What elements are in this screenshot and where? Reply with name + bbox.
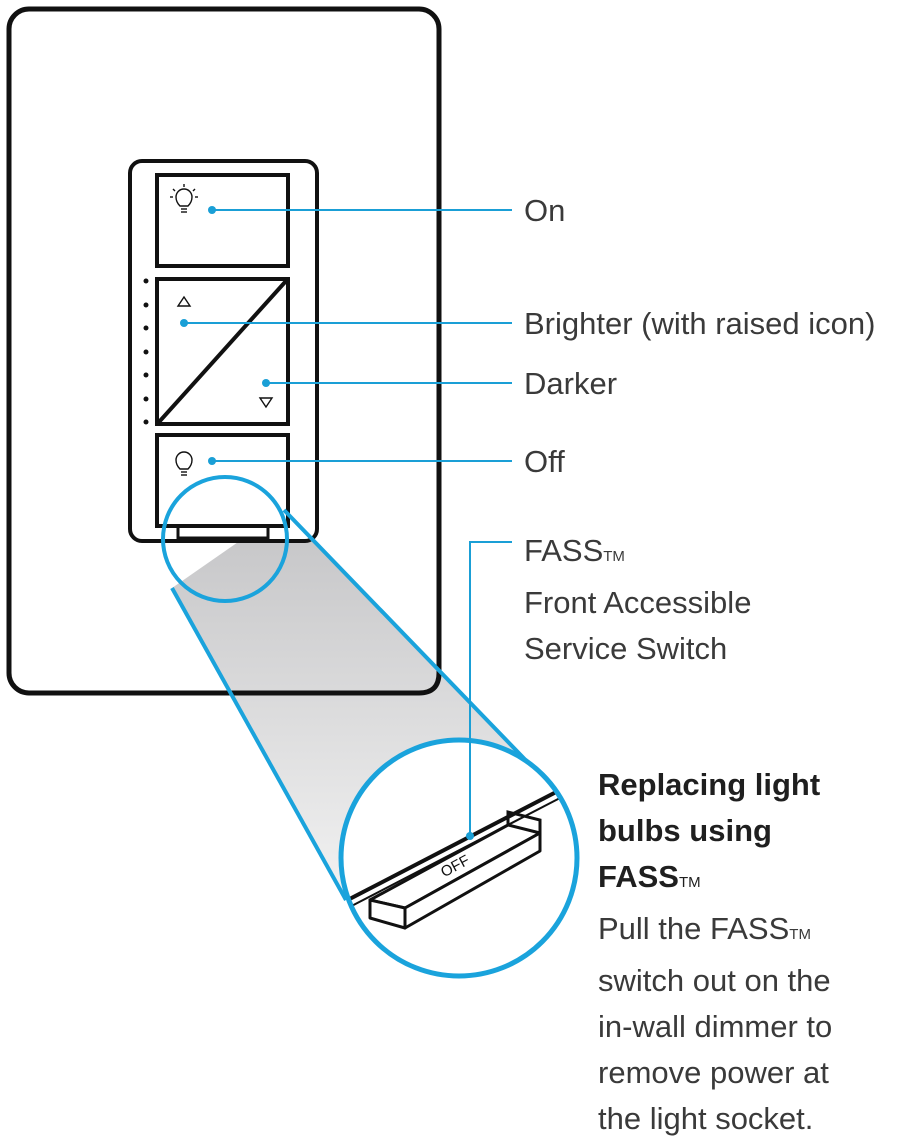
lower-arrow-icon (258, 397, 274, 409)
rocker-divider (157, 279, 288, 424)
raise-arrow-icon (176, 295, 192, 307)
note-body-line-4: remove power at (598, 1055, 829, 1090)
fass-name: FASS (524, 533, 604, 568)
on-button (155, 173, 290, 268)
label-darker: Darker (524, 366, 618, 401)
note-body: Pull the FASSTM switch out on the in-wal… (598, 906, 898, 1142)
label-brighter: Brighter (with raised icon) (524, 306, 876, 341)
note-title-tm: TM (678, 874, 701, 891)
bulb-on-icon (170, 184, 198, 213)
fass-slot (176, 526, 270, 540)
bulb-off-icon (175, 451, 193, 476)
label-off: Off (524, 444, 565, 479)
off-button (155, 433, 290, 528)
note-body-line-5: the light socket. (598, 1101, 814, 1136)
small-magnifier-circle (161, 475, 289, 603)
callout-dots (180, 206, 474, 840)
fass-line-3: Service Switch (524, 631, 728, 666)
note-body-tm: TM (789, 926, 811, 943)
beam-edge-left (170, 587, 348, 901)
note-body-line-3: in-wall dimmer to (598, 1009, 833, 1044)
callout-lines (184, 209, 512, 836)
fass-tm: TM (603, 548, 625, 565)
label-on: On (524, 193, 566, 228)
beam-edge-right (282, 508, 542, 777)
fass-line-2: Front Accessible (524, 585, 752, 620)
fass-label: FASSTM Front Accessible Service Switch (524, 528, 751, 672)
note-body-line-2: switch out on the (598, 963, 831, 998)
large-magnifier-ring (338, 737, 580, 979)
note-title-line-2: bulbs using (598, 813, 772, 848)
note-title-line-3: FASS (598, 859, 679, 894)
note-title-line-1: Replacing light (598, 767, 821, 802)
level-indicator-dots (143, 278, 149, 425)
note-title: Replacing light bulbs using FASSTM (598, 762, 898, 906)
note-body-line-1: Pull the FASS (598, 911, 790, 946)
fass-switch-detail: OFF (341, 788, 561, 976)
fass-instruction-note: Replacing light bulbs using FASSTM Pull … (598, 762, 898, 1142)
